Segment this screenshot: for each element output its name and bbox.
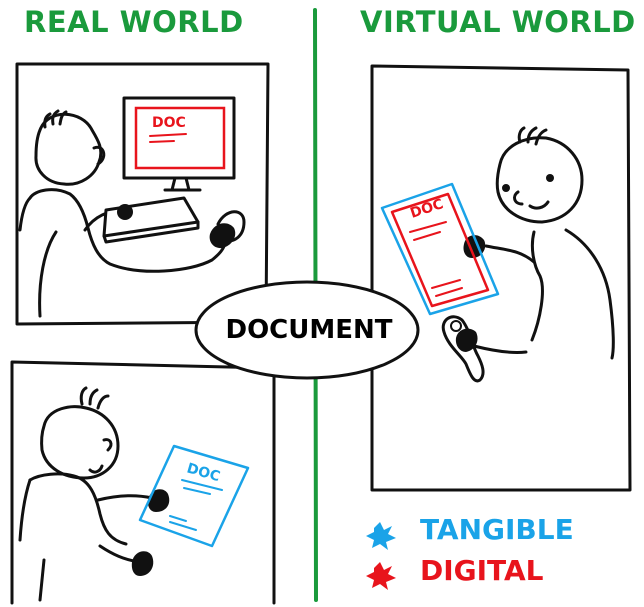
virtual-paper-outer xyxy=(380,182,500,316)
panel-computer xyxy=(15,62,270,326)
legend-digital-label: DIGITAL xyxy=(420,554,544,587)
virtual-paper-inner xyxy=(390,192,490,308)
tangible-swatch xyxy=(366,522,396,550)
virtual-world-heading: VIRTUAL WORLD xyxy=(360,5,636,39)
digital-swatch xyxy=(366,562,396,590)
document-ellipse xyxy=(194,280,420,380)
legend-tangible-label: TANGIBLE xyxy=(420,513,574,546)
real-world-heading: REAL WORLD xyxy=(24,5,244,39)
tangible-paper xyxy=(138,444,250,548)
monitor-doc-label: DOC xyxy=(152,115,186,131)
virtual-doc-label: DOC xyxy=(408,196,445,222)
panel-virtual xyxy=(370,64,632,492)
monitor xyxy=(122,96,236,180)
controller xyxy=(441,315,485,383)
document-label: DOCUMENT xyxy=(225,315,393,345)
